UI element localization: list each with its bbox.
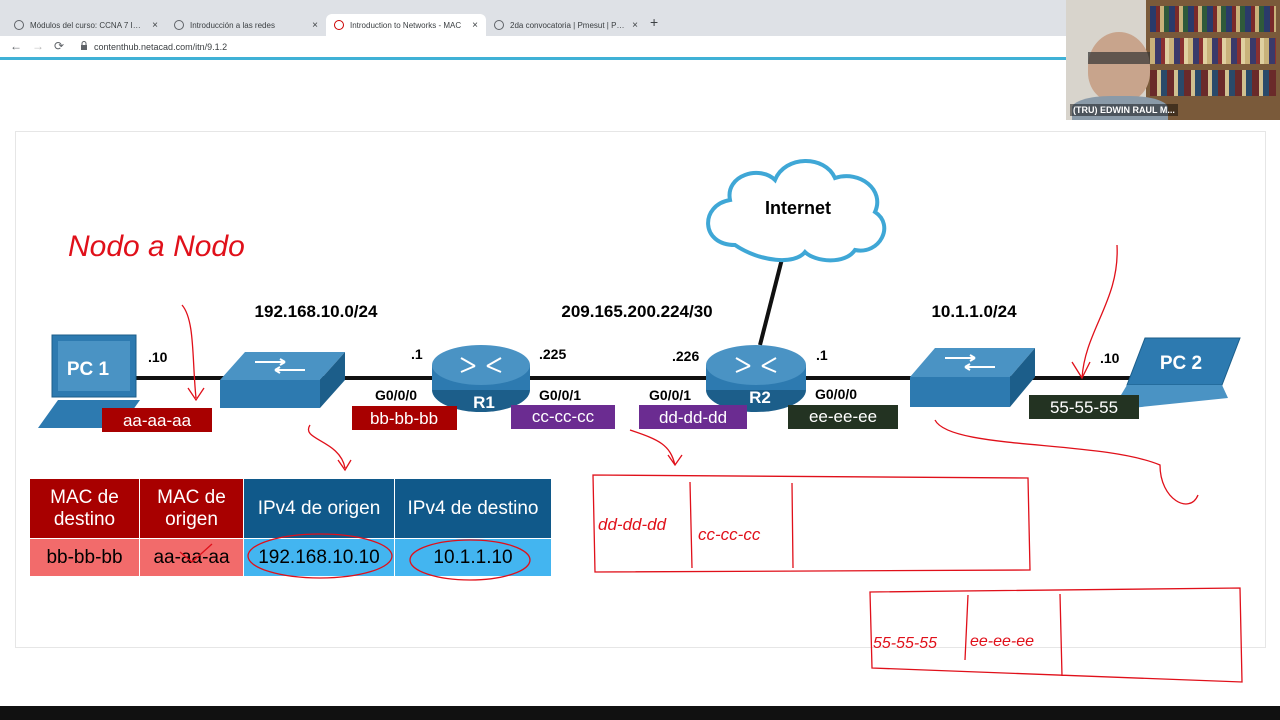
pc1-label: PC 1 [67,359,110,380]
webcam-video: (TRU) EDWIN RAUL M... [1066,0,1280,120]
reload-icon[interactable]: ⟳ [54,39,65,53]
r1-right-if: G0/0/1 [539,387,581,403]
cell-mac-origen: aa-aa-aa [139,538,244,577]
r2-left-if: G0/0/1 [649,387,691,403]
cell-ipv4-destino: 10.1.1.10 [394,538,552,577]
router1-icon: R1 [432,345,530,412]
switch1-icon [220,352,345,408]
browser-tab-2[interactable]: Introducción a las redes × [166,14,326,36]
r2-label: R2 [749,388,771,407]
r2-left-ip: .226 [672,348,699,364]
person-face [1088,32,1150,102]
browser-tab-4[interactable]: 2da convocatoria | Pmesut | Perú × [486,14,646,36]
url-text[interactable]: contenthub.netacad.com/itn/9.1.2 [94,42,228,52]
internet-link [758,254,785,346]
pc2-ip: .10 [1100,350,1120,366]
internet-cloud-icon: Internet [706,159,887,263]
globe-icon [14,20,24,30]
r1-label: R1 [473,393,495,412]
lock-icon [81,41,87,50]
switch2-icon [910,348,1035,407]
pc2-mac: 55-55-55 [1050,398,1118,417]
r1-right-mac: cc-cc-cc [532,407,595,426]
r1-right-ip: .225 [539,346,566,362]
browser-tab-3-active[interactable]: Introduction to Networks - MAC × [326,14,486,36]
router2-icon: R2 [706,345,806,412]
header-ipv4-destino: IPv4 de destino [394,478,552,539]
globe-icon [174,20,184,30]
back-icon[interactable]: ← [10,39,22,53]
cloud-label: Internet [765,198,831,218]
pc1-ip: .10 [148,349,168,365]
header-ipv4-origen: IPv4 de origen [243,478,395,539]
r2-right-if: G0/0/0 [815,386,857,402]
cell-ipv4-origen: 192.168.10.10 [243,538,395,577]
r1-left-mac: bb-bb-bb [370,409,438,428]
r1-left-ip: .1 [411,346,423,362]
r2-right-mac: ee-ee-ee [809,407,877,426]
pc1-icon: PC 1 [38,334,140,428]
close-icon[interactable]: × [312,19,318,31]
bottom-bar [0,706,1280,720]
r1-left-if: G0/0/0 [375,387,417,403]
cell-mac-destino: bb-bb-bb [29,538,140,577]
close-icon[interactable]: × [152,19,158,31]
r2-left-mac: dd-dd-dd [659,408,727,427]
pc2-laptop-icon: PC 2 [1112,337,1241,410]
participant-name: (TRU) EDWIN RAUL M... [1070,104,1178,116]
close-icon[interactable]: × [472,19,478,31]
forward-icon[interactable]: → [32,39,44,53]
browser-tab-1[interactable]: Módulos del curso: CCNA 7 INTR × [6,14,166,36]
net-right-label: 10.1.1.0/24 [931,302,1017,321]
page-icon [494,20,504,30]
net-left-label: 192.168.10.0/24 [255,302,378,321]
pc2-label: PC 2 [1160,353,1202,374]
glasses [1088,52,1150,64]
close-icon[interactable]: × [632,19,638,31]
new-tab-button[interactable]: + [650,14,659,30]
pc1-mac: aa-aa-aa [123,411,192,430]
r2-right-ip: .1 [816,347,828,363]
cisco-icon [334,20,344,30]
net-mid-label: 209.165.200.224/30 [561,302,712,321]
